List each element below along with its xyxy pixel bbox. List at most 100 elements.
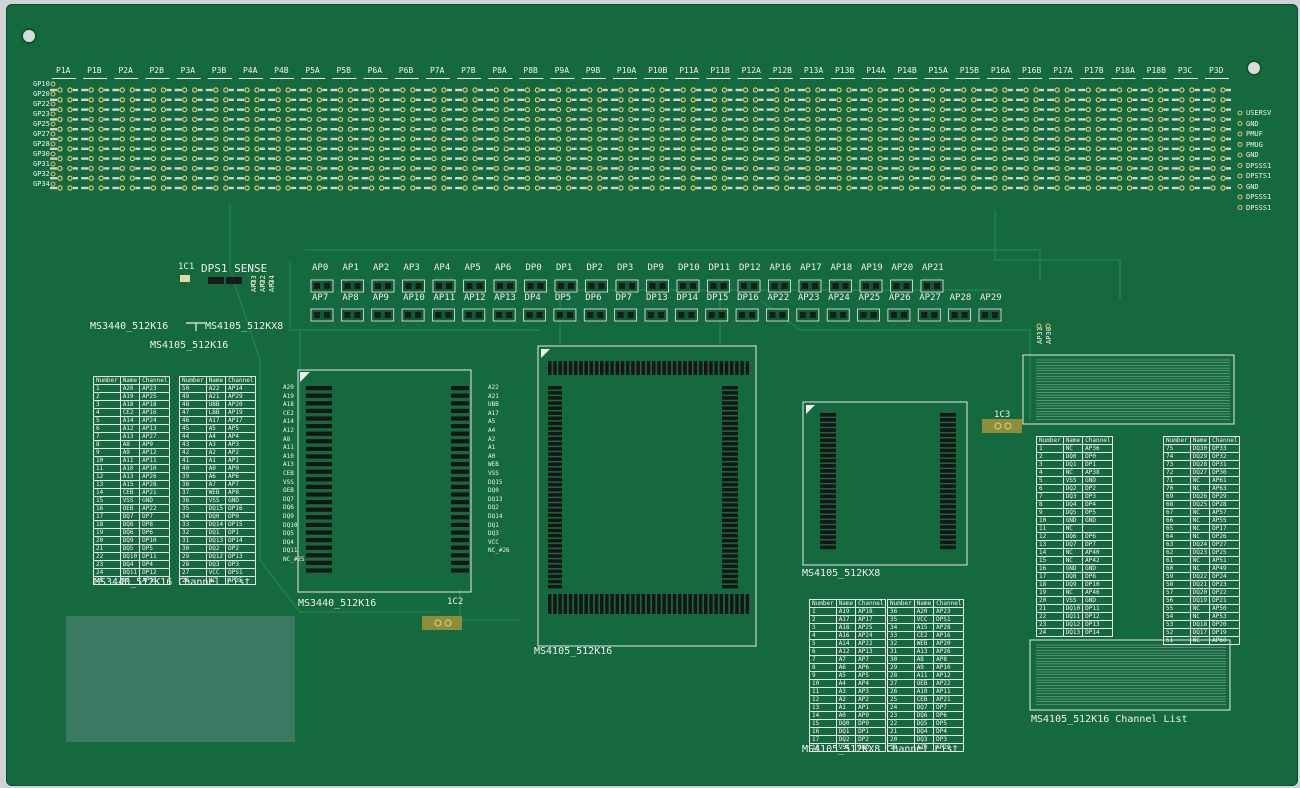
ap-label: AP29	[980, 293, 1002, 303]
pin-text-mark	[820, 98, 826, 101]
table-cell: 36	[887, 607, 915, 616]
pin-text-mark	[548, 167, 556, 170]
header-pin	[774, 126, 780, 132]
pin-text-mark	[197, 177, 203, 180]
pin-text-mark	[673, 186, 681, 190]
pin-text-mark	[423, 108, 431, 111]
pin-text-mark	[1078, 128, 1086, 131]
ms4105-8-pin-right	[940, 525, 956, 529]
ms3440-pin-left	[306, 416, 332, 421]
table-cell: A1	[835, 703, 857, 712]
header-outline	[394, 78, 419, 79]
pin-text-mark	[1163, 147, 1169, 150]
header-pin	[846, 106, 852, 113]
ap-pad	[566, 312, 573, 318]
header-pin	[1220, 165, 1226, 172]
header-pin-grid	[50, 78, 1243, 210]
header-label: P17A	[1053, 66, 1073, 75]
pin-text-mark	[143, 88, 151, 92]
table-cell: DP5	[933, 719, 965, 728]
pin-text-mark	[758, 186, 764, 190]
gp-label: GP31	[33, 160, 50, 168]
table-cell: AP21	[933, 695, 965, 704]
header-pin	[784, 126, 790, 132]
table-cell: 47	[179, 408, 207, 417]
table-cell: 34	[887, 623, 915, 632]
pin-text-mark	[174, 147, 182, 150]
ap-pad	[537, 283, 544, 289]
pin-text-mark	[392, 147, 400, 150]
header-pin	[254, 175, 260, 181]
ms4105-16-pin-left	[548, 411, 562, 415]
pin-text-mark	[673, 147, 681, 150]
ap-pad	[658, 312, 664, 318]
pin-text-mark	[197, 167, 203, 170]
header-pin	[1054, 155, 1060, 162]
header-pin	[1126, 165, 1133, 172]
header-pin	[1179, 146, 1185, 152]
pin-text-mark	[197, 186, 203, 190]
table-cell: A15	[913, 623, 935, 632]
ms4105-16-pin-left	[548, 498, 562, 502]
pin1-marker	[541, 349, 550, 358]
ms4105-8-pin-left	[820, 443, 836, 448]
header-pin	[846, 165, 852, 172]
header-pin	[1126, 175, 1133, 181]
ms4105-16-pin-top	[740, 361, 744, 375]
table-cell: DP3	[1082, 492, 1114, 501]
ms4105-16-pin-left	[548, 437, 562, 441]
pin-text-mark	[829, 88, 837, 92]
pin-text-mark	[166, 128, 172, 131]
pin-text-mark	[1070, 108, 1076, 111]
pin-text-mark	[727, 186, 733, 190]
pin-text-mark	[633, 88, 639, 92]
header-pin	[1095, 106, 1102, 113]
pin-text-mark	[1140, 177, 1148, 180]
table-cell: 56	[1163, 596, 1191, 605]
pin-text-mark	[610, 118, 618, 121]
table-cell: NC	[1189, 484, 1211, 493]
pin-text-mark	[1070, 177, 1076, 180]
table-cell: AP8	[225, 488, 257, 497]
pin-text-mark	[299, 186, 307, 190]
table-cell: DQ18	[1189, 620, 1211, 629]
header-pin	[1126, 97, 1133, 103]
pin-text-mark	[384, 98, 390, 101]
header-pin	[524, 87, 531, 93]
pin-text-mark	[1226, 98, 1231, 101]
header-outline	[675, 78, 700, 79]
pin-text-mark	[143, 177, 151, 180]
ms4105-16-pin-top	[620, 361, 625, 375]
table-cell: 13	[1036, 540, 1064, 549]
header-pin	[565, 126, 572, 132]
table-cell: DQ8	[1062, 572, 1084, 581]
header-pin	[129, 126, 136, 132]
header-pin	[659, 97, 665, 103]
ap-pad	[436, 283, 442, 289]
header-label: P9B	[585, 66, 601, 75]
header-pin	[784, 185, 790, 191]
pin-text-mark	[330, 147, 338, 150]
header-outline	[83, 78, 108, 79]
header-label: P16A	[990, 66, 1011, 75]
table-header-cell: Number	[1163, 436, 1191, 445]
ap-pad	[718, 312, 725, 318]
trace	[459, 590, 520, 621]
header-pin	[1002, 106, 1008, 113]
header-pin	[493, 87, 499, 93]
gp-pad	[50, 91, 56, 97]
table-cell: DQ21	[1189, 580, 1211, 589]
ms4105-16-pin-bottom	[667, 594, 672, 614]
ap-label: AP11	[433, 293, 456, 303]
header-pin	[1157, 175, 1164, 181]
header-pin	[1116, 185, 1123, 191]
table-cell: 15	[1036, 556, 1064, 565]
